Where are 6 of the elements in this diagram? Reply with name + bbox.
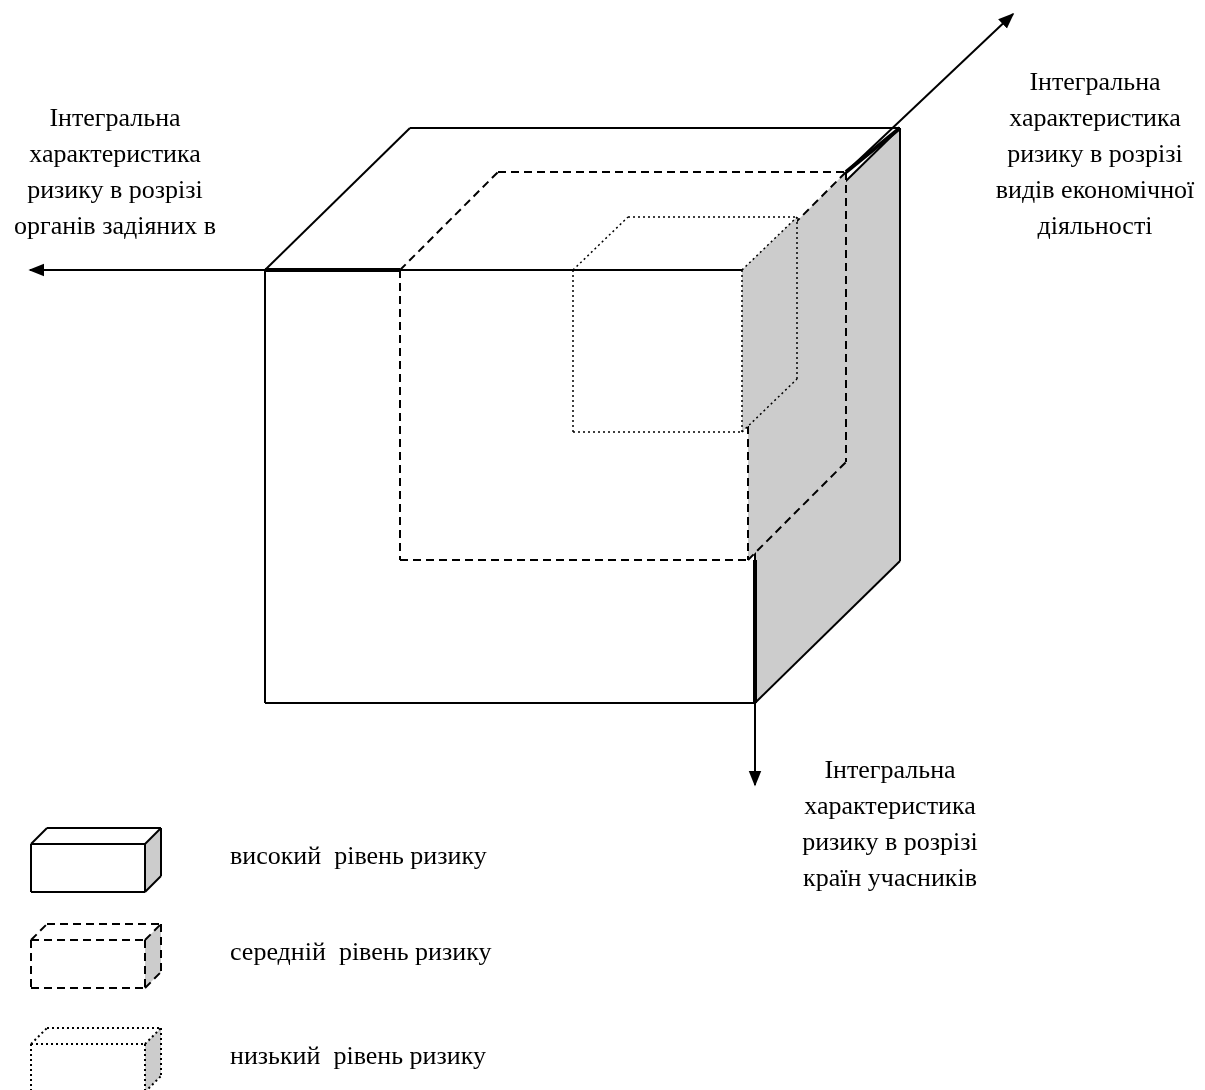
legend-label: високий рівень ризику [230, 840, 487, 872]
legend-label: низький рівень ризику [230, 1040, 486, 1072]
axis-label: Інтегральна характеристика ризику в розрізі органів задіяних в [13, 102, 217, 242]
axis-label: Інтегральна характеристика ризику в розрізі видів економічної діяльності [994, 66, 1196, 242]
axis-label: Інтегральна характеристика ризику в розрізі країн учасників [801, 754, 979, 894]
legend-label: середній рівень ризику [230, 936, 492, 968]
